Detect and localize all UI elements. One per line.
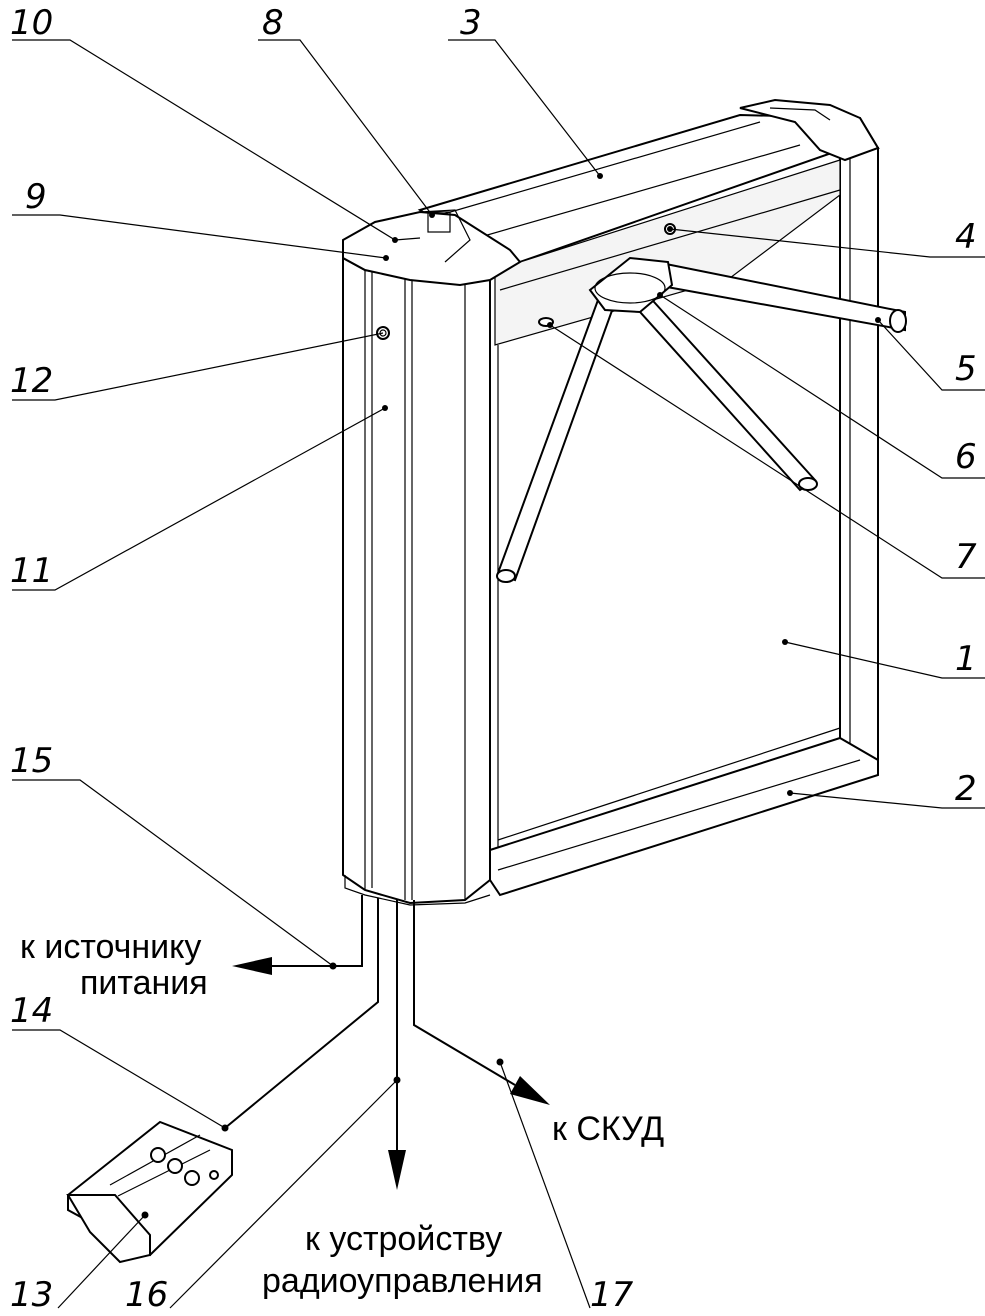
arm-6-end [798,477,818,491]
leader-17 [499,1061,591,1309]
leader-7-dot [547,322,553,328]
left-cap [342,210,522,287]
leader-15 [12,779,334,967]
leader-5 [877,319,985,391]
rotor [496,256,907,583]
leader-5-dot [875,317,881,323]
leader-1 [784,641,985,679]
label-radio-line2: радиоуправления [262,1262,543,1300]
beam-underside [494,159,841,346]
leader-8-dot [429,212,435,218]
callout-12: 12 [10,361,53,401]
callout-6: 6 [955,437,977,477]
callout-11: 11 [10,551,53,591]
remote-top-line2 [117,1149,211,1197]
leader-16-dot [393,1076,401,1084]
callout-8: 8 [262,3,284,43]
right-cap-reader [769,107,831,121]
leader-9 [12,214,387,259]
callout-2: 2 [955,769,977,809]
callout-1: 1 [955,639,977,679]
callout-14: 14 [10,991,53,1031]
bottom-beam-line [497,727,841,841]
hub-ring [594,272,666,304]
base-foot [344,875,491,906]
left-cap-reader [419,209,471,263]
arm-left [496,298,616,582]
callout-15: 15 [10,741,53,781]
leader-6-dot [657,292,663,298]
leader-3-dot [597,173,603,179]
leader-13-dot [141,1211,149,1219]
leader-15-dot [329,962,337,970]
left-cap-indicator [394,237,421,241]
leader-11-dot [382,405,388,411]
leader-lines [12,39,985,1309]
leader-10-dot [392,237,398,243]
cables [224,895,550,1190]
leader-6 [659,294,985,479]
callout-16: 16 [125,1275,168,1315]
top-beam-line2 [469,144,801,241]
label-acs: к СКУД [552,1110,664,1148]
leader-3 [448,39,601,177]
leader-4 [669,228,985,258]
bottom-beam-line2 [497,759,861,871]
label-power-line1: к источнику [20,928,201,966]
right-post [839,146,879,777]
arrow-radio [388,1150,406,1190]
bottom-beam [489,736,879,897]
arrow-acs [510,1076,550,1105]
button-12-inner [379,329,387,337]
leader-13 [57,1214,146,1309]
leader-14 [12,1029,226,1129]
callout-13: 13 [10,1275,53,1315]
leader-12 [12,332,384,401]
arm-6 [630,290,817,492]
remote-front [66,1194,151,1264]
cable-15 [270,895,363,967]
left-cap-reader-box [427,211,451,233]
remote-button-1 [150,1147,166,1163]
leader-2-dot [787,790,793,796]
leader-2 [789,792,985,809]
beam-underside-line [499,189,841,291]
callout-9: 9 [25,177,47,217]
arrow-power [232,957,272,975]
remote-control [66,1120,233,1264]
turnstile-body [342,98,880,906]
leader-4-dot [667,226,673,232]
leader-16 [169,1079,398,1309]
arm-5-end [889,309,907,333]
callout-7: 7 [955,537,977,577]
leader-8 [258,39,433,216]
cable-14 [224,898,379,1129]
leader-10 [12,39,396,241]
callout-4: 4 [955,217,977,257]
label-power-line2: питания [80,964,208,1002]
callout-10: 10 [10,3,53,43]
leader-9-dot [383,255,389,261]
arm-left-end [496,569,516,583]
cable-labels: к источнику питания к СКУД к устройству … [20,928,664,1300]
leader-17-dot [496,1058,504,1066]
top-beam-line1 [439,121,761,216]
right-cap [739,98,880,162]
callout-5: 5 [955,349,977,389]
callout-numbers: 10 8 3 9 4 5 12 6 7 11 1 15 2 14 13 16 1… [10,3,977,1315]
leader-1-dot [782,639,788,645]
label-radio-line1: к устройству [305,1220,502,1258]
callout-3: 3 [460,3,482,43]
cable-17 [413,900,516,1086]
hub-6 [588,256,674,314]
remote-button-3 [184,1170,200,1186]
leader-11 [12,407,386,591]
leader-7 [549,324,985,579]
leader-14-dot [221,1124,229,1132]
remote-led [209,1170,219,1180]
callout-17: 17 [590,1275,634,1315]
remote-button-2 [167,1158,183,1174]
